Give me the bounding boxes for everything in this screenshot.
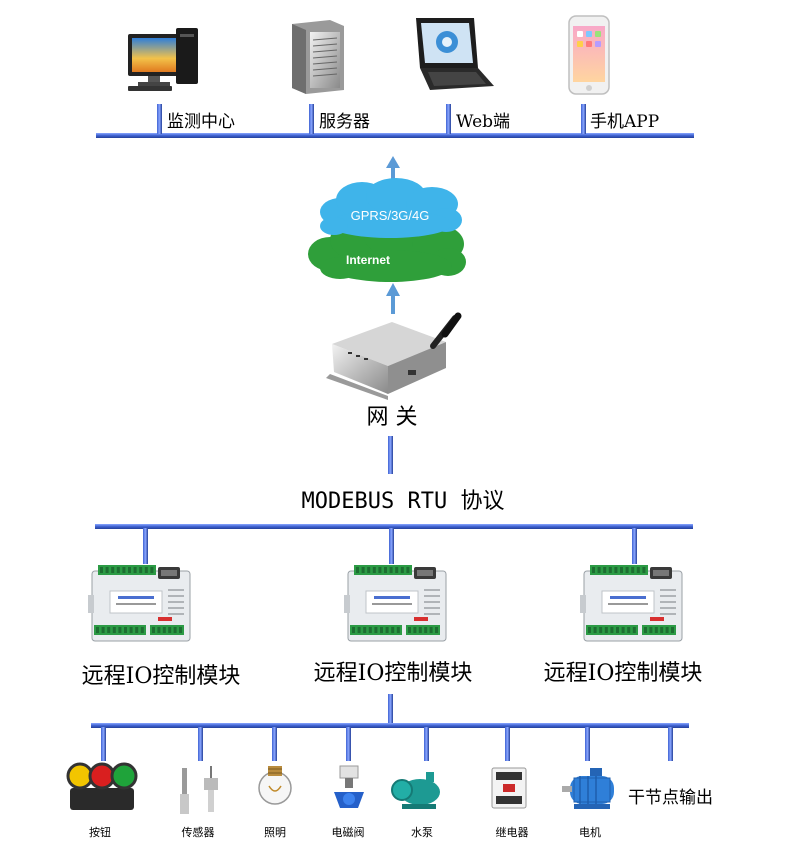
output-tap-4 [346,727,351,761]
top-tap-4 [581,104,586,134]
top-tap-1 [157,104,162,134]
water-pump-icon [391,772,440,809]
module-output-link [388,694,393,724]
push-buttons-icon [66,762,138,810]
uplink-arrow-lower [386,283,400,314]
output-tap-1 [101,727,106,761]
smartphone-icon [568,15,610,95]
module-label-2: 远程IO控制模块 [314,661,473,686]
protocol-label: MODEBUS RTU 协议 [302,489,505,514]
top-label-mobile-app: 手机APP [590,112,659,132]
dry-contact-output-label: 干节点输出 [628,788,713,808]
rtu-bus-line [95,524,693,529]
gateway-device-icon [326,312,462,400]
internet-cloud: GPRS/3G/4G Internet [308,178,466,282]
top-tap-3 [446,104,451,134]
contactor-relay-icon [491,767,527,809]
remote-io-module-1 [88,565,191,642]
top-bus-line [96,133,694,138]
output-tap-6 [505,727,510,761]
module-label-1: 远程IO控制模块 [82,664,241,689]
device-label-button: 按钮 [89,825,111,839]
sensor-probe-icon [180,766,218,814]
output-tap-2 [198,727,203,761]
server-tower-icon [292,20,344,94]
output-tap-5 [424,727,429,761]
top-tap-2 [309,104,314,134]
uplink-arrow-upper [386,156,400,186]
top-label-monitor-center: 监测中心 [167,112,235,132]
remote-io-module-3 [580,565,683,642]
light-bulb-icon [258,766,292,805]
device-label-lighting: 照明 [264,826,286,839]
module-label-3: 远程IO控制模块 [544,661,703,686]
remote-io-module-2 [344,565,447,642]
device-label-motor: 电机 [579,825,601,839]
device-label-sensor: 传感器 [182,826,215,839]
rtu-tap-2 [389,528,394,564]
cloud-label-internet: Internet [346,253,390,267]
rtu-tap-3 [632,528,637,564]
gateway-link-line [388,436,393,474]
output-tap-3 [272,727,277,761]
top-label-web: Web端 [456,112,510,132]
output-bus-line [91,723,689,728]
desktop-computer-icon [128,28,198,91]
laptop-icon [416,18,494,90]
device-label-solenoid-valve: 电磁阀 [332,825,365,839]
solenoid-valve-icon [334,765,364,808]
output-tap-7 [585,727,590,761]
device-label-relay: 继电器 [496,826,529,839]
top-label-server: 服务器 [319,112,370,132]
gateway-label: 网 关 [367,405,418,430]
rtu-tap-1 [143,528,148,564]
cloud-label-cellular: GPRS/3G/4G [351,208,430,223]
device-label-pump: 水泵 [411,826,433,839]
electric-motor-icon [562,768,614,809]
output-tap-8 [668,727,673,761]
